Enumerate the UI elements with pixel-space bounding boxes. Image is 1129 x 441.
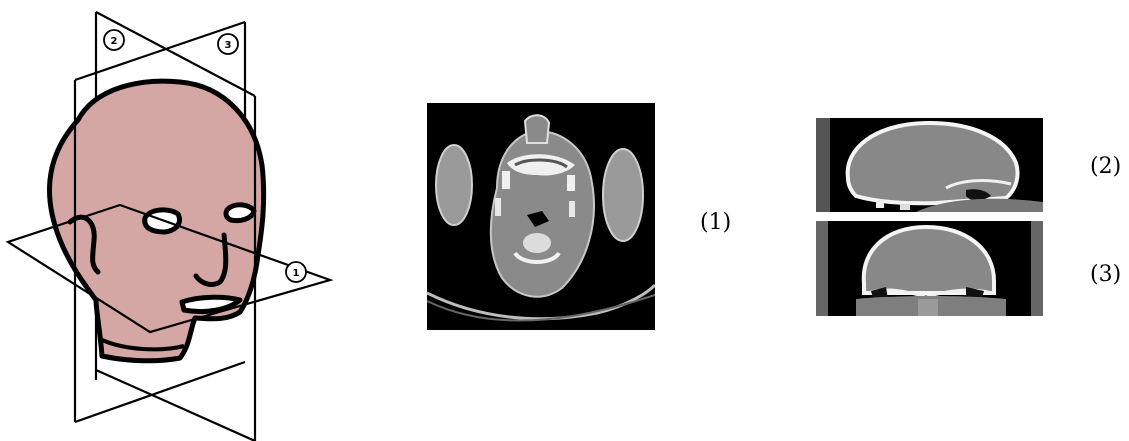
plane-1-badge: 1 [286,262,306,282]
view-2-label: (2) [1090,156,1121,178]
plane-1-number: 1 [293,268,300,279]
axial-ct-image [427,103,655,330]
coronal-ct-image [816,221,1043,316]
plane-3-number: 3 [225,40,232,51]
plane-2-number: 2 [111,36,118,47]
view-3-label: (3) [1090,264,1121,286]
right-eye-icon [226,205,254,221]
view-1-label: (1) [700,212,731,234]
head-planes-diagram: 2 3 1 [0,0,340,441]
plane-3-badge: 3 [218,34,238,54]
plane-3-edge [75,22,245,80]
plane-2-badge: 2 [104,30,124,50]
sagittal-ct-image [816,118,1043,212]
